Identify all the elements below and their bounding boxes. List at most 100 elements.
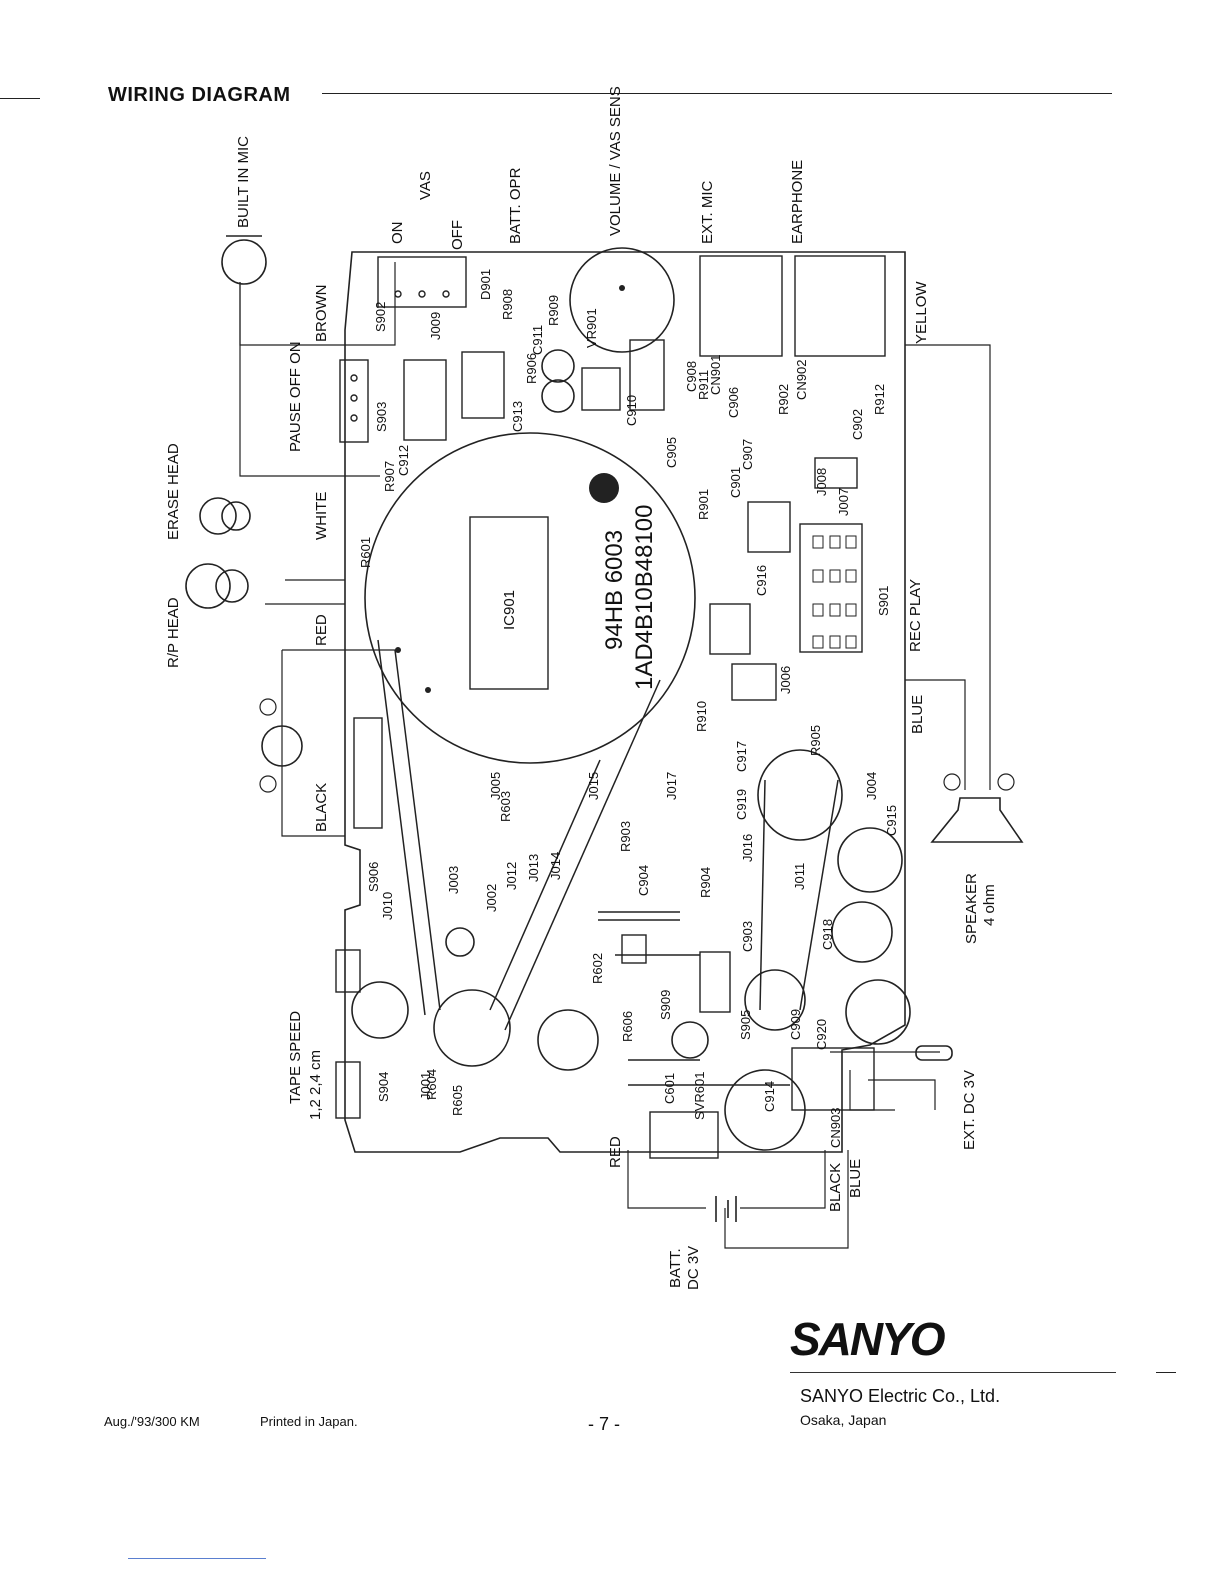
label-red-batt: RED bbox=[607, 1136, 624, 1168]
ic901-chip bbox=[469, 516, 549, 690]
component-label-s902: S902 bbox=[373, 302, 388, 332]
label-on: ON bbox=[389, 222, 406, 245]
component-label-r907: R907 bbox=[382, 461, 397, 492]
label-batt-opr: BATT. OPR bbox=[507, 167, 524, 244]
component-label-c601: C601 bbox=[662, 1073, 677, 1104]
component-label-r904: R904 bbox=[698, 867, 713, 898]
component-label-r605: R605 bbox=[450, 1085, 465, 1116]
footer-edition: Aug./'93/300 KM bbox=[104, 1414, 200, 1429]
label-speaker-ohm: 4 ohm bbox=[981, 884, 998, 926]
component-label-c912: C912 bbox=[396, 445, 411, 476]
label-volume-vas-sens: VOLUME / VAS SENS bbox=[607, 86, 624, 236]
component-label-cn902: CN902 bbox=[794, 360, 809, 400]
label-ic901: IC901 bbox=[501, 590, 518, 630]
component-label-j017: J017 bbox=[664, 772, 679, 800]
sanyo-logo: SANYO bbox=[790, 1313, 946, 1365]
component-label-j002: J002 bbox=[484, 884, 499, 912]
component-label-c906: C906 bbox=[726, 387, 741, 418]
component-label-c907: C907 bbox=[740, 439, 755, 470]
label-earphone: EARPHONE bbox=[789, 160, 806, 244]
label-tape-speed-values: 1,2 2,4 cm bbox=[307, 1050, 324, 1120]
component-label-r910: R910 bbox=[694, 701, 709, 732]
component-label-j004: J004 bbox=[864, 772, 879, 800]
flywheel bbox=[364, 432, 696, 764]
component-label-r912: R912 bbox=[872, 384, 887, 415]
label-batt: BATT. bbox=[667, 1248, 684, 1288]
component-label-j014: J014 bbox=[548, 852, 563, 880]
component-label-c910: C910 bbox=[624, 395, 639, 426]
component-label-s905: S905 bbox=[738, 1010, 753, 1040]
label-red-head: RED bbox=[313, 614, 330, 646]
component-label-r908: R908 bbox=[500, 289, 515, 320]
component-label-j003: J003 bbox=[446, 866, 461, 894]
footer-rule-right bbox=[1156, 1372, 1176, 1373]
component-label-r909: R909 bbox=[546, 295, 561, 326]
component-label-s906: S906 bbox=[366, 862, 381, 892]
component-label-c918: C918 bbox=[820, 919, 835, 950]
component-label-r906: R906 bbox=[524, 353, 539, 384]
component-label-r905: R905 bbox=[808, 725, 823, 756]
component-label-c904: C904 bbox=[636, 865, 651, 896]
label-off: OFF bbox=[449, 220, 466, 250]
component-label-s903: S903 bbox=[374, 402, 389, 432]
label-blue-batt: BLUE bbox=[847, 1159, 864, 1198]
component-label-r601: R601 bbox=[358, 537, 373, 568]
label-white: WHITE bbox=[313, 492, 330, 540]
component-label-svr601: SVR601 bbox=[692, 1072, 707, 1120]
label-erase-head: ERASE HEAD bbox=[165, 443, 182, 540]
component-label-r604: R604 bbox=[424, 1069, 439, 1100]
page-number: - 7 - bbox=[588, 1414, 621, 1434]
motor-symbol bbox=[261, 725, 303, 767]
component-label-c919: C919 bbox=[734, 789, 749, 820]
component-label-j012: J012 bbox=[504, 862, 519, 890]
component-label-r901: R901 bbox=[696, 489, 711, 520]
brand-rule bbox=[790, 1372, 1116, 1373]
component-label-r911: R911 bbox=[696, 370, 711, 400]
label-ext-mic: EXT. MIC bbox=[699, 180, 716, 244]
erase-head bbox=[199, 497, 237, 535]
component-label-c905: C905 bbox=[664, 437, 679, 468]
component-label-r902: R902 bbox=[776, 384, 791, 415]
component-label-r603: R603 bbox=[498, 791, 513, 822]
component-label-c901: C901 bbox=[728, 467, 743, 498]
label-tape-speed: TAPE SPEED bbox=[287, 1011, 304, 1104]
component-label-c913: C913 bbox=[510, 401, 525, 432]
header-rule-left bbox=[0, 98, 40, 99]
component-label-j001: J001 bbox=[418, 1072, 433, 1100]
page-title: WIRING DIAGRAM bbox=[108, 84, 291, 106]
component-label-j015: J015 bbox=[586, 772, 601, 800]
component-label-d901: D901 bbox=[478, 269, 493, 300]
label-brown: BROWN bbox=[313, 285, 330, 343]
label-black: BLACK bbox=[313, 783, 330, 832]
speaker-symbol bbox=[930, 797, 1024, 843]
label-rec-play: REC PLAY bbox=[907, 579, 924, 652]
label-built-in-mic: BUILT IN MIC bbox=[235, 136, 252, 228]
component-label-r903: R903 bbox=[618, 821, 633, 852]
component-label-c902: C902 bbox=[850, 409, 865, 440]
component-label-c911: C911 bbox=[530, 325, 545, 355]
rp-head bbox=[185, 563, 231, 609]
component-label-j005: J005 bbox=[488, 772, 503, 800]
component-label-s904: S904 bbox=[376, 1072, 391, 1102]
blue-rule bbox=[128, 1558, 266, 1559]
component-label-j013: J013 bbox=[526, 854, 541, 882]
component-label-vr901: VR901 bbox=[584, 308, 599, 348]
built-in-mic bbox=[221, 239, 267, 285]
label-yellow: YELLOW bbox=[913, 281, 930, 344]
component-label-s901: S901 bbox=[876, 586, 891, 616]
label-vas: VAS bbox=[417, 171, 434, 200]
component-label-j016: J016 bbox=[740, 834, 755, 862]
footer-printed: Printed in Japan. bbox=[260, 1414, 358, 1429]
component-label-c915: C915 bbox=[884, 805, 899, 836]
label-ext-dc: EXT. DC 3V bbox=[961, 1070, 978, 1150]
component-label-j006: J006 bbox=[778, 666, 793, 694]
component-label-j008: J008 bbox=[814, 468, 829, 496]
component-label-c903: C903 bbox=[740, 921, 755, 952]
header-rule-right bbox=[322, 93, 1112, 94]
component-label-c914: C914 bbox=[762, 1081, 777, 1112]
label-pause: PAUSE OFF ON bbox=[287, 341, 304, 452]
pcb-outline bbox=[344, 251, 906, 1153]
label-ic-code-1: 94HB 6003 bbox=[601, 530, 628, 650]
